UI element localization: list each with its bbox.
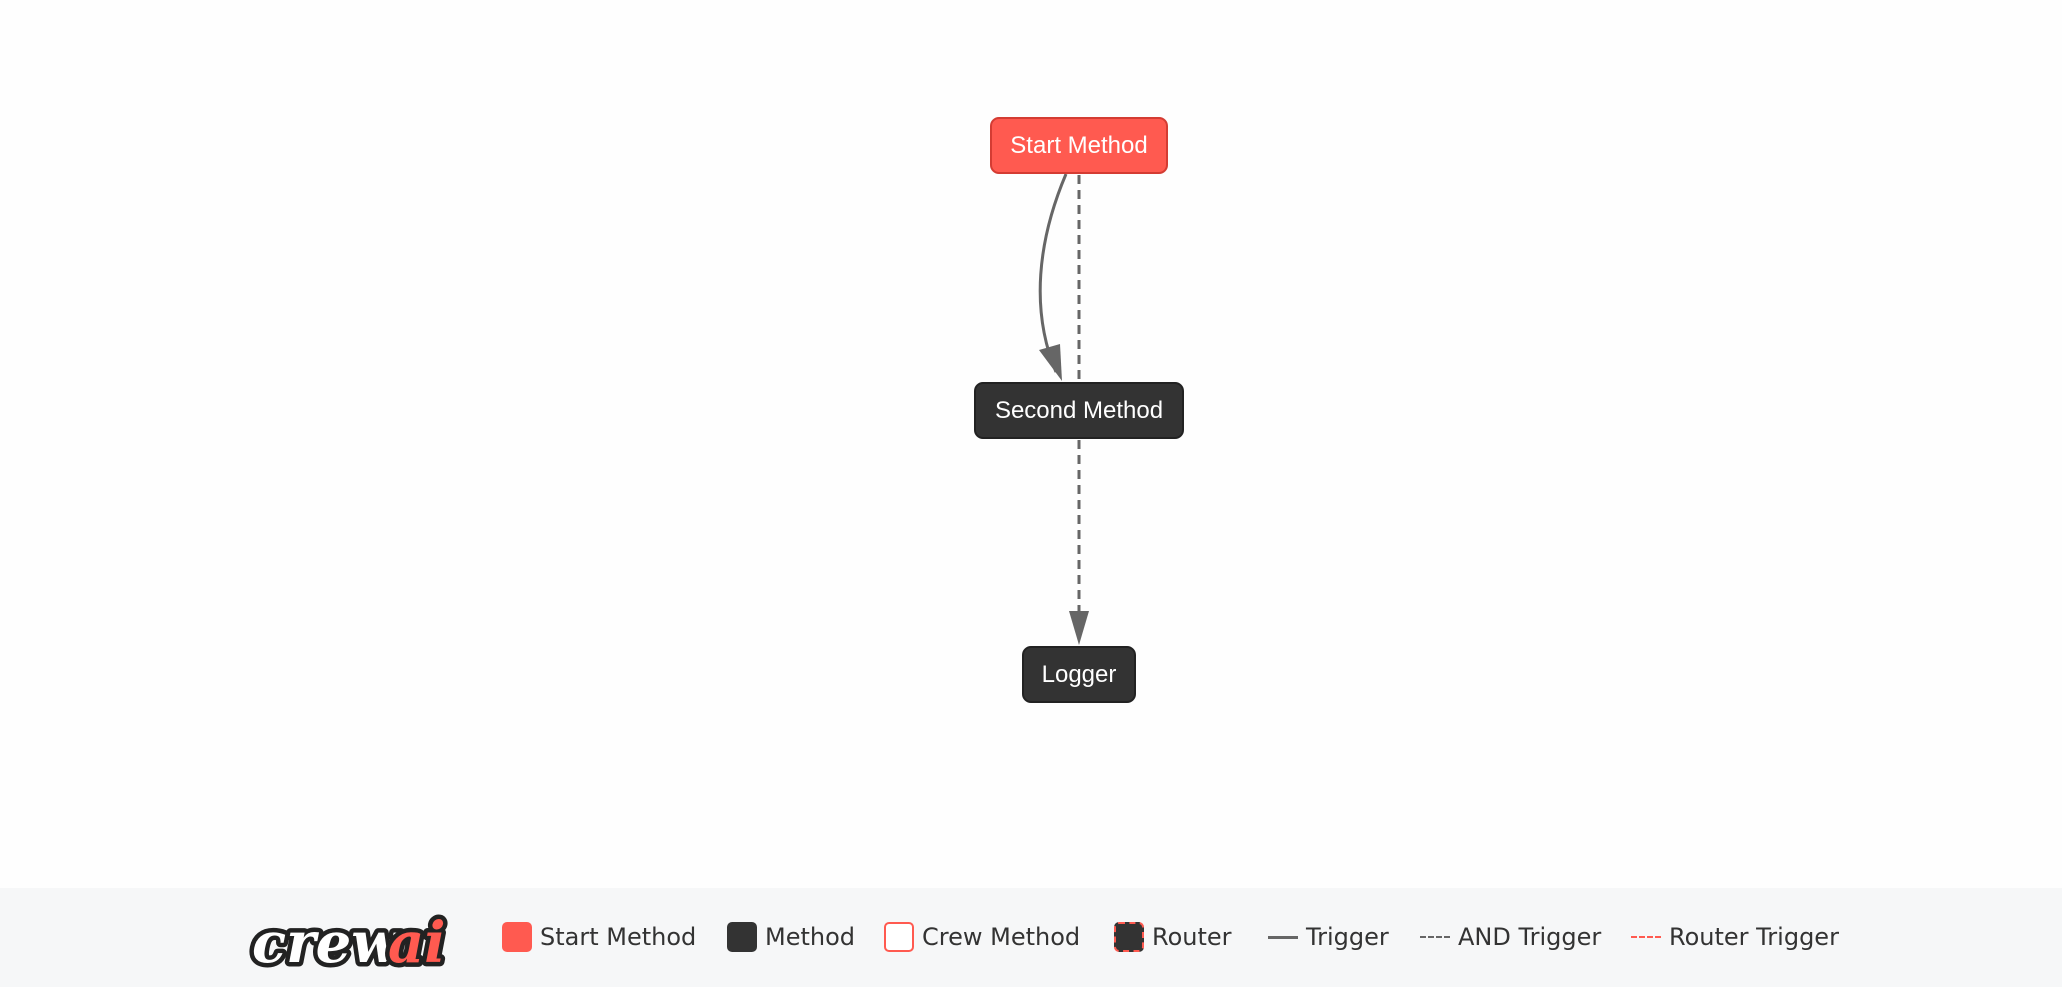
- node-label: Second Method: [994, 396, 1164, 424]
- edge-arrowhead: [1039, 344, 1062, 381]
- legend-trigger: Trigger: [1268, 918, 1389, 956]
- legend-and-trigger: AND Trigger: [1420, 918, 1601, 956]
- edges-layer: [1038, 173, 1089, 645]
- svg-text:ai: ai: [388, 910, 446, 970]
- svg-text:crew: crew: [252, 910, 401, 970]
- legend-method: Method: [727, 918, 855, 956]
- node-second-method[interactable]: Second Method: [974, 382, 1184, 439]
- router-trigger-line-icon: [1631, 936, 1661, 938]
- trigger-line-icon: [1268, 935, 1298, 939]
- node-start-method[interactable]: Start Method: [990, 117, 1168, 174]
- crew-method-swatch-icon: [884, 922, 914, 952]
- router-swatch-icon: [1114, 922, 1144, 952]
- svg-text:crew: crew: [252, 910, 401, 970]
- node-logger[interactable]: Logger: [1022, 646, 1136, 703]
- node-label: Logger: [1041, 660, 1117, 688]
- legend-crew-method: Crew Method: [884, 918, 1080, 956]
- edge-arrowhead: [1069, 611, 1089, 645]
- svg-text:ai: ai: [388, 910, 446, 970]
- start-method-swatch-icon: [502, 922, 532, 952]
- flow-canvas[interactable]: Start Method Second Method Logger: [0, 0, 2062, 888]
- legend-router-trigger: Router Trigger: [1631, 918, 1839, 956]
- node-label: Start Method: [1010, 131, 1148, 159]
- legend-bar: crew crew ai ai Start Method Method Crew…: [0, 888, 2062, 987]
- edge-trigger-start-to-second[interactable]: [1038, 173, 1068, 373]
- legend-start-method: Start Method: [502, 918, 696, 956]
- legend-router: Router: [1114, 918, 1232, 956]
- and-trigger-line-icon: [1420, 936, 1450, 938]
- crewai-logo: crew crew ai ai: [248, 908, 450, 970]
- method-swatch-icon: [727, 922, 757, 952]
